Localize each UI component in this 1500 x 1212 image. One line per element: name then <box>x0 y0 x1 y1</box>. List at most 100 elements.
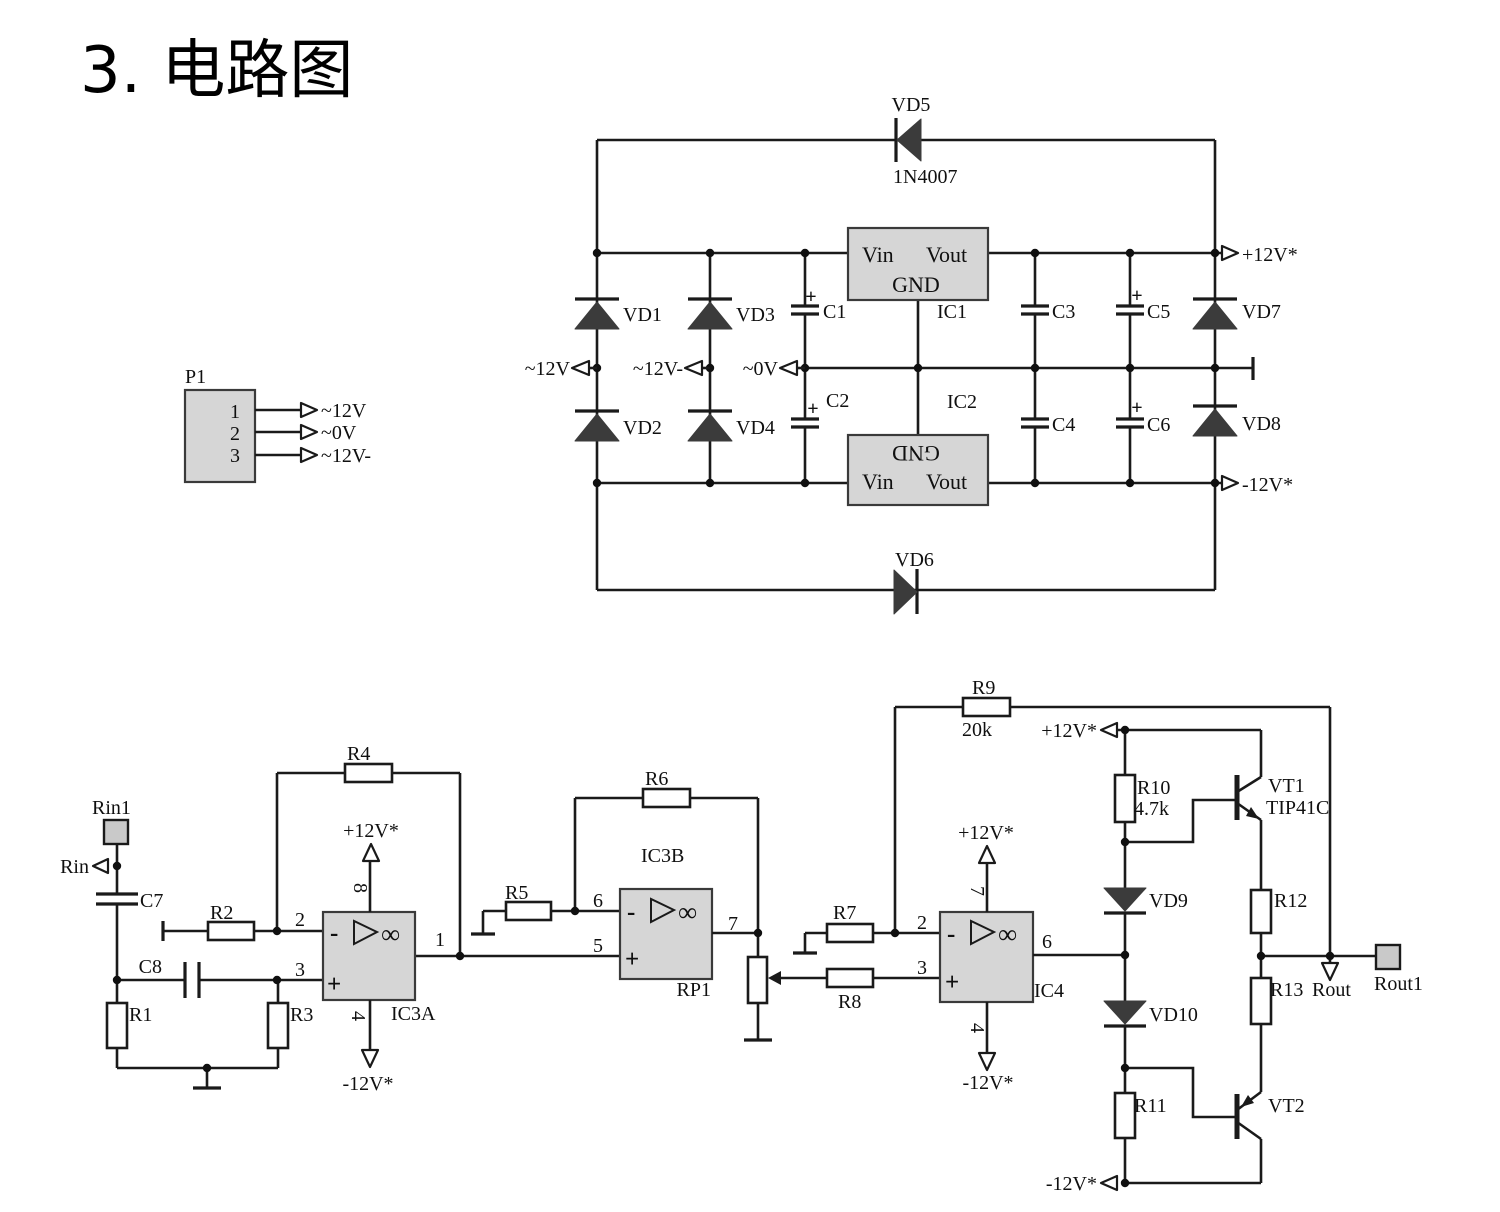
junction-dot <box>202 1063 212 1073</box>
capacitor-c3: C3 <box>1021 301 1075 323</box>
resistor-r2-label: R2 <box>210 902 233 924</box>
resistor-r1-label: R1 <box>129 1004 152 1026</box>
resistor-r12: R12 <box>1249 888 1307 978</box>
ic4-ref-label: IC4 <box>1034 980 1064 1002</box>
junction-dot <box>800 478 810 488</box>
junction-dot <box>890 928 900 938</box>
capacitor-c4-label: C4 <box>1052 414 1075 436</box>
shape: 8 <box>349 883 371 893</box>
ic3a-vminus-label: -12V* <box>342 1073 393 1095</box>
junction-dot <box>1120 1178 1130 1188</box>
ic3b-ref-label: IC3B <box>641 845 684 867</box>
opamp-ic3b: - + ∞ 6 5 7 IC3B <box>593 845 758 981</box>
diode-vd4: VD4 <box>687 409 775 442</box>
diode-vd5-part: 1N4007 <box>893 166 957 188</box>
net-arrow-icon <box>360 1048 380 1069</box>
diode-vd4-label: VD4 <box>736 417 775 439</box>
resistor-r8-label: R8 <box>838 991 861 1013</box>
resistor-r6-label: R6 <box>645 768 668 790</box>
pad-rin1 <box>102 818 130 846</box>
junction-dot <box>1120 725 1130 735</box>
transistor-vt2-label: VT2 <box>1268 1095 1305 1117</box>
ic3a-ref-label: IC3A <box>391 1003 436 1025</box>
shape <box>266 1001 290 1050</box>
net-arrow-icon <box>1220 474 1240 492</box>
ic4-vplus-label: +12V* <box>958 822 1014 844</box>
capacitor-c1-label: C1 <box>823 301 846 323</box>
capacitor-c1: + C1 <box>791 286 846 323</box>
net-arrow-icon <box>1220 244 1240 262</box>
polarity-plus: + <box>1131 397 1142 419</box>
shape: 4 <box>966 1023 988 1033</box>
polarity-plus: + <box>805 286 816 308</box>
p1-pin-2: 2 <box>230 423 240 445</box>
net-arrow-icon <box>977 844 997 865</box>
diode-vd8-label: VD8 <box>1242 413 1281 435</box>
ic3a-pin2: 2 <box>295 909 305 931</box>
junction-dot <box>1120 1063 1130 1073</box>
ic3b-gain: ∞ <box>678 897 697 927</box>
rail-neg-label: -12V* <box>1242 474 1293 496</box>
diode-vd1-label: VD1 <box>623 304 662 326</box>
ic3b-pin7: 7 <box>728 913 738 935</box>
symbol-shape <box>687 413 733 442</box>
ac-12vn-label: ~12V- <box>633 358 683 380</box>
ic3a-pin8: 8 <box>349 883 371 893</box>
polarity-plus: + <box>807 398 818 420</box>
resistor-r8: R8 <box>825 967 940 1013</box>
p1-net-12vn: ~12V- <box>321 445 371 467</box>
resistor-r7: R7 <box>793 902 940 955</box>
symbol-shape <box>574 413 620 442</box>
diode-vd10-label: VD10 <box>1149 1004 1198 1026</box>
junction-dot <box>112 975 122 985</box>
p1-pin-1: 1 <box>230 401 240 423</box>
shape <box>1249 976 1273 1026</box>
shape <box>846 433 990 507</box>
junction-dot <box>112 861 122 871</box>
symbol-shape <box>1103 887 1147 912</box>
transistor-vt1-part: TIP41C <box>1266 797 1329 819</box>
symbol-shape <box>1192 408 1238 437</box>
shape <box>846 226 990 302</box>
resistor-r2: R2 <box>161 902 323 942</box>
emitter-arrow-icon <box>1241 1095 1254 1107</box>
ic3b-pin6: 6 <box>593 890 603 912</box>
resistor-r12-label: R12 <box>1274 890 1307 912</box>
diode-vd6: VD6 <box>893 549 934 615</box>
shape <box>825 922 875 944</box>
p1-net-12v: ~12V <box>321 400 367 422</box>
ic1-ref-label: IC1 <box>937 301 967 323</box>
diode-vd2: VD2 <box>574 409 662 442</box>
ic3b-pin5: 5 <box>593 935 603 957</box>
resistor-r13-label: R13 <box>1270 979 1303 1001</box>
shape <box>504 900 553 922</box>
resistor-r6: R6 <box>573 768 760 957</box>
wire <box>1236 1120 1262 1141</box>
junction-dot <box>1030 478 1040 488</box>
bias-vminus-label: -12V* <box>1046 1173 1097 1195</box>
ic3b-plus: + <box>625 946 639 973</box>
diode-vd3: VD3 <box>687 297 775 330</box>
pad-rin1-label: Rin1 <box>92 797 131 819</box>
polarity-plus: + <box>1131 285 1142 307</box>
diode-vd1: VD1 <box>574 297 662 330</box>
capacitor-c2: + C2 <box>791 390 849 429</box>
shape <box>746 955 769 1005</box>
opamp-ic3a: - + ∞ 2 3 1 IC3A +12V* 8 -12V* 4 <box>295 820 445 1095</box>
ic3a-vplus-label: +12V* <box>343 820 399 842</box>
ic2-vin-label: Vin <box>862 469 894 494</box>
ic1-gnd-label: GND <box>892 272 940 297</box>
resistor-r3-label: R3 <box>290 1004 313 1026</box>
junction-dot <box>592 248 602 258</box>
opamp-triangle-icon <box>353 919 380 946</box>
wire <box>1236 775 1262 794</box>
resistor-r9-label: R9 <box>972 677 995 699</box>
ic3a-minus: - <box>330 920 338 947</box>
rail-pos-label: +12V* <box>1242 244 1298 266</box>
resistor-r13: R13 <box>1249 976 1303 1092</box>
ac-0v-label: ~0V <box>743 358 779 380</box>
shape <box>618 887 714 981</box>
junction-dot <box>705 248 715 258</box>
diode-vd5-label: VD5 <box>892 94 931 116</box>
